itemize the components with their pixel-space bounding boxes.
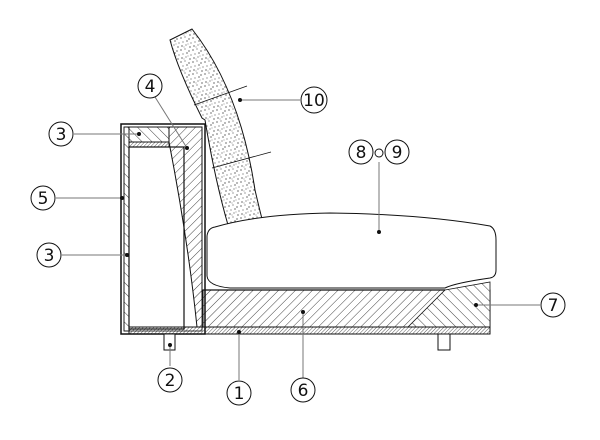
callout-6: 6 xyxy=(290,377,316,403)
leaders xyxy=(56,96,540,380)
svg-text:5: 5 xyxy=(38,189,49,209)
callout-1: 1 xyxy=(226,380,252,406)
seat-cushion xyxy=(206,212,497,289)
feet xyxy=(163,333,451,351)
seat-base xyxy=(202,281,491,328)
svg-text:3: 3 xyxy=(56,125,67,145)
callout-3-top: 3 xyxy=(48,121,74,147)
callout-8: 8 xyxy=(348,139,374,165)
callout-5: 5 xyxy=(30,185,56,211)
callout-2: 2 xyxy=(157,367,183,393)
svg-text:7: 7 xyxy=(548,296,559,316)
leader-dots xyxy=(120,98,478,347)
svg-text:4: 4 xyxy=(145,77,156,97)
callout-9: 9 xyxy=(384,139,410,165)
connector-o-icon xyxy=(374,148,384,158)
callout-3-lower: 3 xyxy=(36,242,62,268)
svg-text:9: 9 xyxy=(392,143,403,163)
callout-10: 10 xyxy=(300,86,328,114)
base-board xyxy=(128,326,491,335)
svg-text:3: 3 xyxy=(44,246,55,266)
callout-4: 4 xyxy=(137,73,163,99)
svg-text:2: 2 xyxy=(165,371,176,391)
svg-text:10: 10 xyxy=(303,91,325,111)
callout-7: 7 xyxy=(540,292,566,318)
svg-text:8: 8 xyxy=(356,143,367,163)
svg-text:1: 1 xyxy=(234,384,245,404)
svg-text:6: 6 xyxy=(298,381,309,401)
